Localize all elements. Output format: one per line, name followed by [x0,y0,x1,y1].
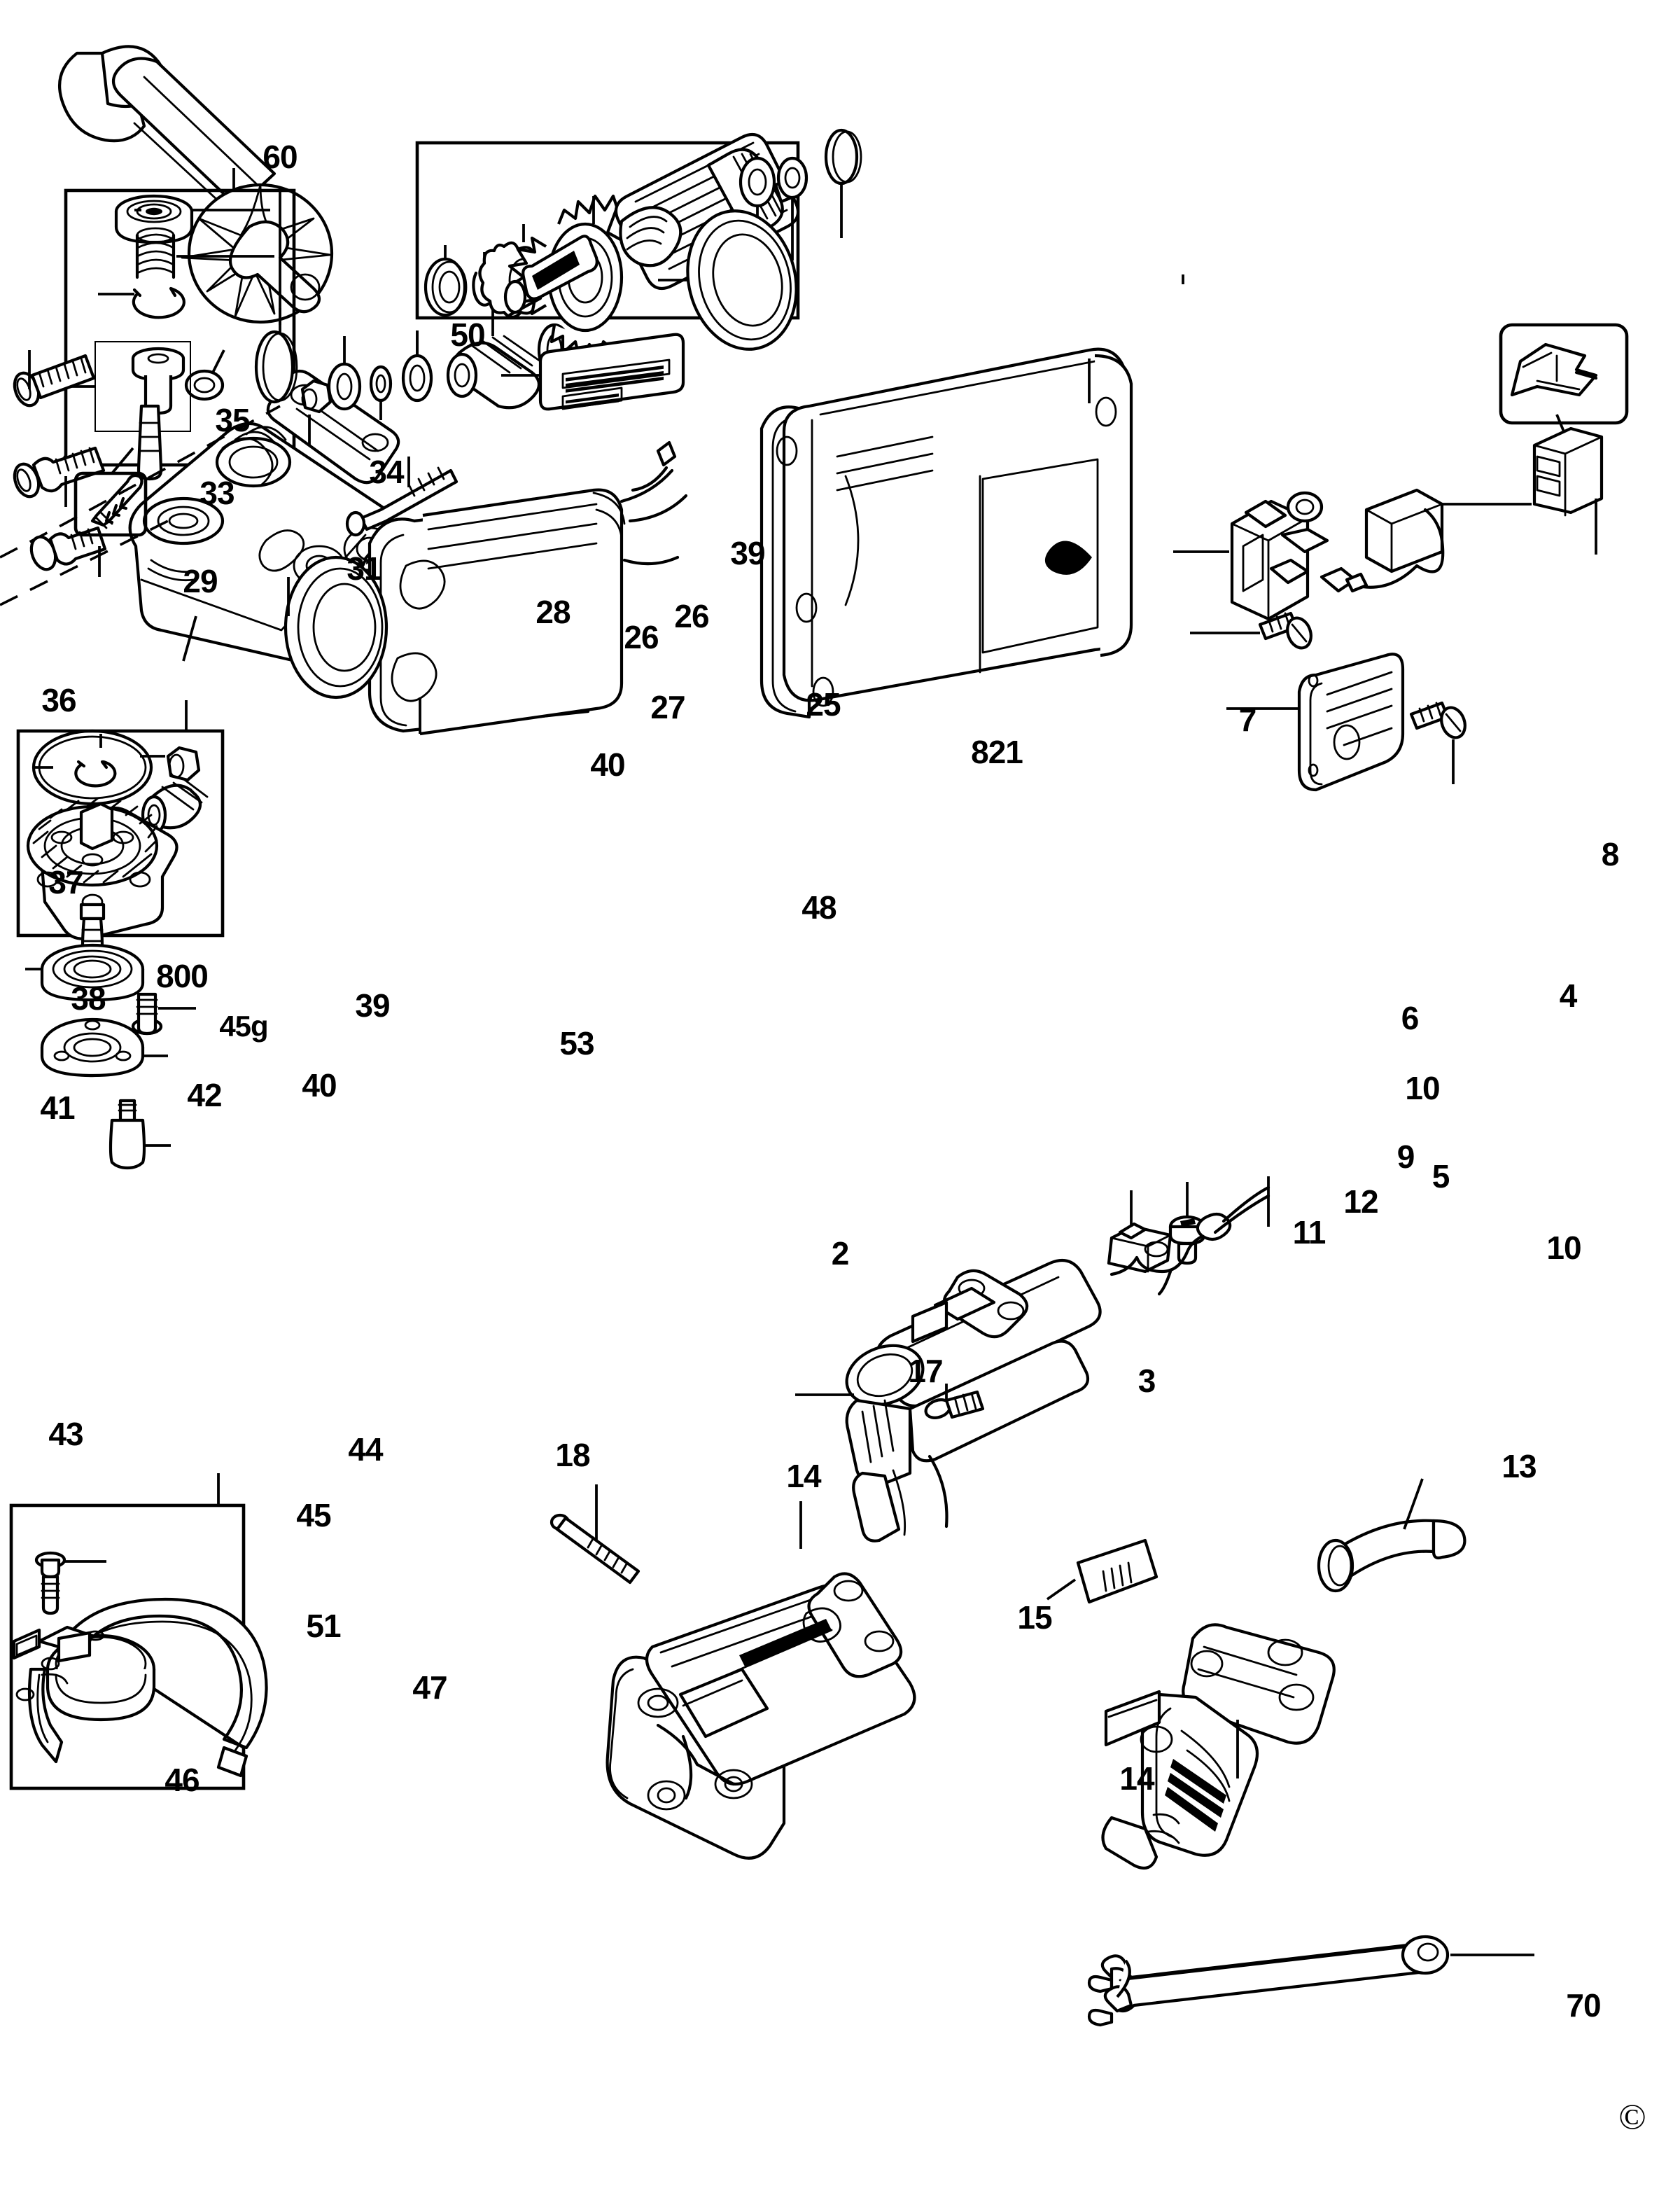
label-821: 821 [971,734,1023,770]
label-800: 800 [156,958,209,994]
part-9-brush-cap [1226,653,1405,792]
label-14-lower: 14 [1119,1760,1154,1797]
label-44: 44 [348,1431,383,1468]
part-6-brush-holder-assembly [1173,491,1357,621]
label-70: 70 [1566,1987,1601,2024]
label-2: 2 [831,1235,850,1272]
label-50: 50 [450,316,485,353]
label-29: 29 [183,563,218,599]
part-31-o-ring [184,349,225,401]
label-53-field: 53 [559,1025,594,1061]
label-36: 36 [41,682,76,718]
part-34-spring [135,227,274,279]
part-4-capacitor [1345,488,1532,593]
group-39-gear-box [16,700,225,968]
label-10-b: 10 [1546,1230,1581,1266]
part-1-armature-assembly [424,128,862,361]
part-5-power-cord [1110,1176,1270,1296]
part-29-spindle-lock-kit [70,341,191,481]
label-35: 35 [215,402,250,438]
label-3: 3 [1138,1363,1156,1399]
part-48-screw [345,457,458,537]
label-12: 12 [1343,1183,1378,1220]
label-41: 41 [40,1089,75,1126]
label-38: 38 [71,980,106,1017]
label-18: 18 [555,1437,590,1473]
part-821-nameplate [501,333,685,411]
label-39-gearbox: 39 [355,987,390,1024]
label-17: 17 [908,1353,943,1389]
label-6: 6 [1401,1000,1420,1036]
part-38-screw [29,526,107,577]
part-13-cord-protector [1317,1478,1466,1593]
part-17-screw [924,1384,985,1419]
part-37-screw [13,446,106,507]
part-8-carbon-brush [1532,426,1604,555]
label-40-a: 40 [590,746,625,783]
label-9: 9 [1396,1139,1415,1175]
label-60: 60 [262,139,298,175]
copyright-mark: © [1618,2097,1646,2138]
label-31: 31 [346,550,382,587]
label-7: 7 [1238,702,1257,738]
label-8: 8 [1601,836,1620,872]
group-836-brush-holder-box [1499,323,1629,463]
label-14-upper: 14 [786,1458,821,1494]
part-44-screw [131,992,196,1036]
part-60-side-handle [57,45,334,325]
part-70-spanner-wrench [1087,1935,1534,2027]
label-45: 45 [296,1497,331,1533]
label-15: 15 [1017,1599,1052,1636]
label-10-a: 10 [1405,1070,1440,1106]
part-15-warning-label [1046,1538,1158,1604]
group-47-guard-box [9,1473,268,1790]
part-11-cord-clamp [1107,1190,1172,1274]
label-43: 43 [48,1416,83,1452]
part-2-field-stator [284,440,688,736]
label-27: 27 [650,689,685,725]
group-50-gearcase-box [64,168,296,467]
label-46: 46 [164,1762,200,1798]
part-10-screw-b [1409,701,1466,784]
part-43-inner-flange [25,943,145,1002]
part-14-handle-half-lower [1101,1623,1336,1870]
label-34: 34 [369,454,404,490]
part-45-outer-flange [40,1017,168,1078]
label-11: 11 [1292,1214,1326,1251]
part-36-screw [13,350,96,408]
label-25: 25 [806,686,841,723]
label-5: 5 [1432,1158,1450,1195]
label-33: 33 [200,475,234,511]
label-45g: 45g [219,1010,268,1043]
label-39-pinion: 39 [730,535,765,571]
label-26-a: 26 [624,619,659,655]
label-48: 48 [802,889,836,926]
label-37: 37 [48,864,83,900]
label-42: 42 [187,1077,222,1113]
part-14-handle-half-upper [606,1501,916,1860]
label-51: 51 [306,1608,341,1644]
label-4: 4 [1559,977,1578,1014]
label-13: 13 [1502,1448,1536,1484]
label-26-b: 26 [674,598,709,634]
label-28: 28 [536,594,570,630]
part-51-stud-bolt [108,1099,171,1170]
label-40-b: 40 [302,1067,337,1104]
part-18-screw-long [550,1484,640,1585]
label-47: 47 [412,1669,447,1706]
part-7-motor-housing [760,347,1133,719]
part-10-screw-a [1190,611,1312,650]
part-3-switch-assembly [795,1258,1102,1543]
part-33-retaining-ring [98,286,186,319]
